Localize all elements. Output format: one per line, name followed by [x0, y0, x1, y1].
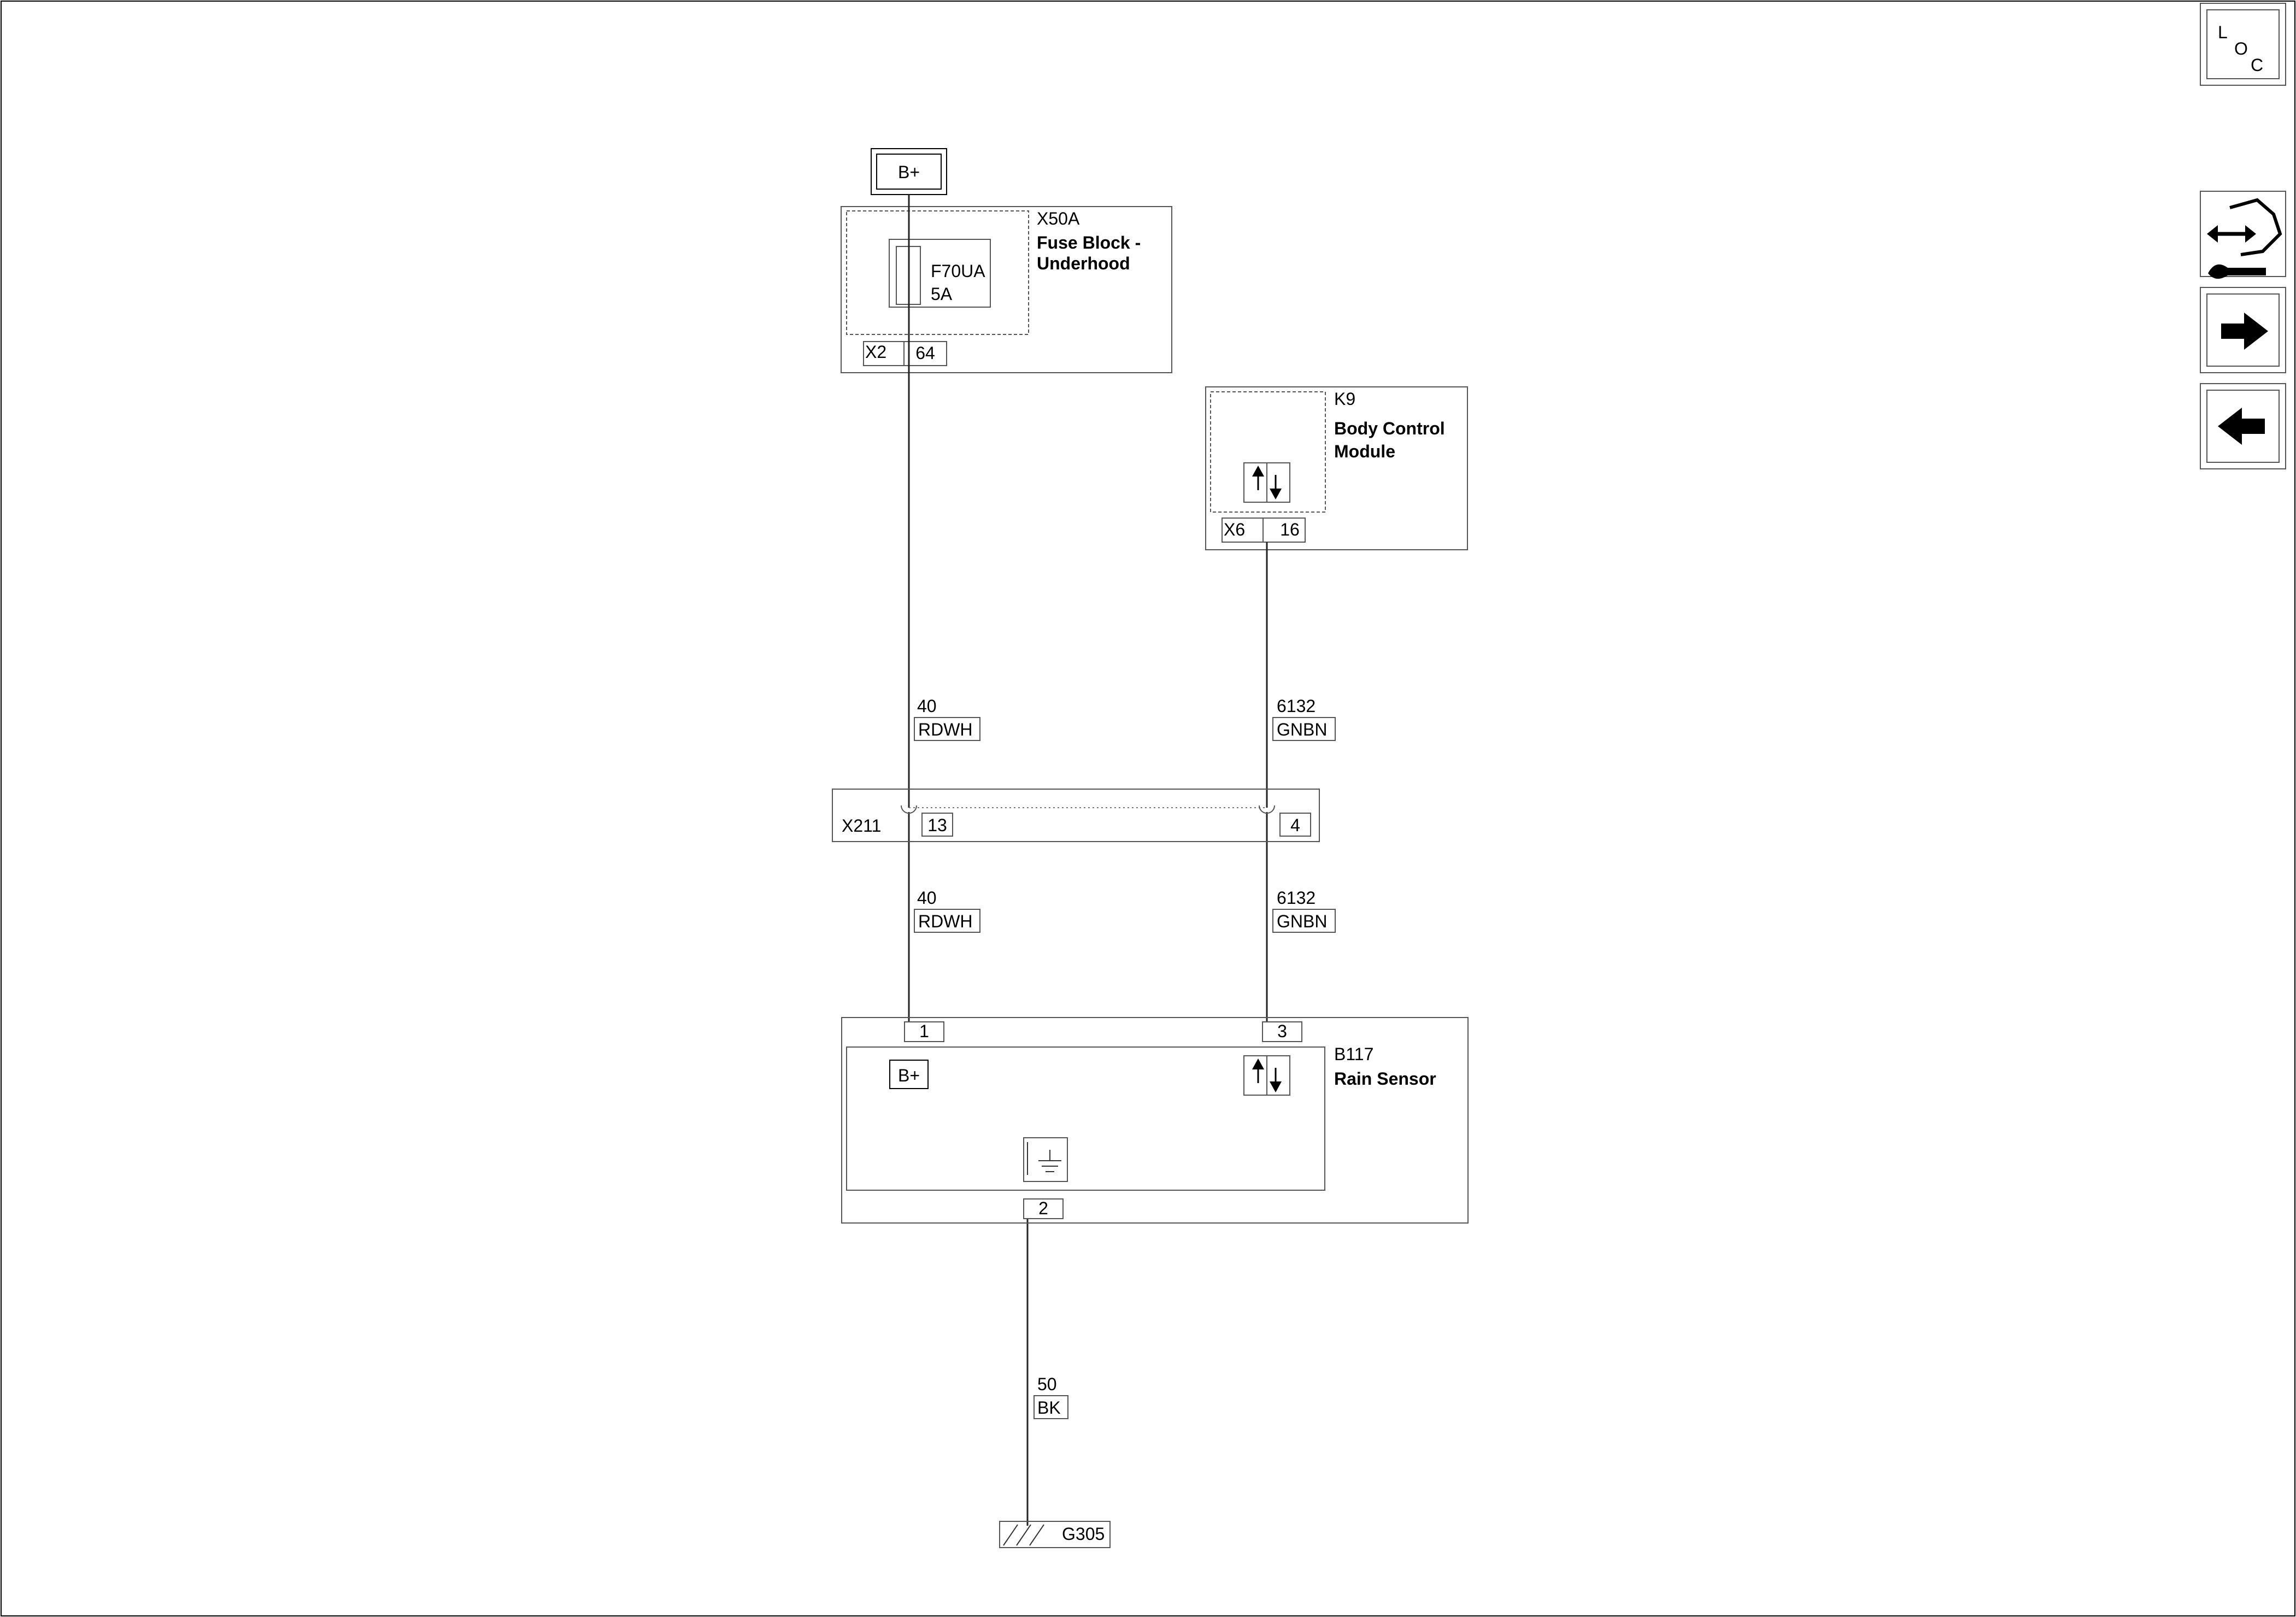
- svg-text:40: 40: [917, 888, 937, 908]
- location-button[interactable]: L O C: [2200, 3, 2286, 86]
- fuse-block-pin: 64: [915, 343, 935, 363]
- wire-label-50: 50 BK: [1034, 1374, 1068, 1419]
- bcm-connector: X6: [1224, 520, 1245, 539]
- wire-label-6132-upper: 6132 GNBN: [1272, 696, 1336, 741]
- fuse-id: F70UA: [931, 261, 985, 281]
- rain-sensor-pin-power: 1: [919, 1021, 929, 1041]
- fuse-block-id: X50A: [1037, 209, 1080, 228]
- svg-text:6132: 6132: [1277, 696, 1316, 716]
- fuse-block-connector: X2: [865, 342, 886, 362]
- rain-sensor-pin-ground: 2: [1038, 1198, 1048, 1218]
- power-source-label: B+: [898, 162, 920, 182]
- inline-connector-x211[interactable]: X211 13 4: [832, 789, 1320, 842]
- svg-text:BK: BK: [1037, 1398, 1061, 1418]
- fuse-block-name-line2: Underhood: [1037, 254, 1130, 273]
- terminal-left-icon: [901, 805, 917, 814]
- ground-id: G305: [1062, 1524, 1105, 1544]
- rain-sensor-pin-signal: 3: [1277, 1021, 1287, 1041]
- inline-connector-pin-left: 13: [927, 815, 947, 835]
- rain-sensor-id: B117: [1334, 1044, 1373, 1064]
- previous-page-button[interactable]: [2200, 383, 2286, 469]
- inline-connector-id: X211: [842, 816, 881, 836]
- svg-text:GNBN: GNBN: [1277, 912, 1327, 931]
- svg-text:GNBN: GNBN: [1277, 720, 1327, 739]
- rain-sensor-power-symbol: B+: [898, 1066, 920, 1085]
- terminal-right-icon: [1259, 805, 1275, 814]
- svg-text:40: 40: [917, 696, 937, 716]
- bcm-pin: 16: [1280, 520, 1300, 539]
- power-source: B+: [871, 148, 947, 195]
- wire-label-40-upper: 40 RDWH: [914, 696, 980, 741]
- previous-page-arrow-icon: [2218, 408, 2265, 445]
- component-locator-icon: [2207, 198, 2282, 279]
- loc-letter-l: L: [2218, 22, 2228, 42]
- wire-label-40-lower: 40 RDWH: [914, 888, 980, 933]
- bcm-name-line1: Body Control: [1334, 419, 1445, 438]
- rain-sensor-name: Rain Sensor: [1334, 1069, 1436, 1089]
- next-page-button[interactable]: [2200, 287, 2286, 373]
- fuse-rating: 5A: [931, 284, 953, 304]
- svg-text:RDWH: RDWH: [918, 720, 973, 739]
- loc-letter-o: O: [2234, 39, 2248, 58]
- internal-ground-icon: [1023, 1137, 1068, 1182]
- wire-label-6132-lower: 6132 GNBN: [1272, 888, 1336, 933]
- bcm-k9[interactable]: K9 Body Control Module X6 16: [1205, 386, 1468, 550]
- next-page-arrow-icon: [2221, 313, 2268, 350]
- loc-letter-c: C: [2251, 55, 2263, 75]
- bcm-id: K9: [1334, 389, 1355, 409]
- ground-g305[interactable]: G305: [999, 1521, 1111, 1548]
- fuse-block-x50a[interactable]: F70UA 5A X50A Fuse Block - Underhood X2 …: [841, 206, 1172, 373]
- svg-text:50: 50: [1037, 1374, 1057, 1394]
- inline-connector-pin-right: 4: [1290, 815, 1300, 835]
- bcm-name-line2: Module: [1334, 442, 1395, 461]
- fuse-block-name-line1: Fuse Block -: [1037, 233, 1141, 252]
- svg-text:RDWH: RDWH: [918, 912, 973, 931]
- svg-text:6132: 6132: [1277, 888, 1316, 908]
- rain-sensor-b117[interactable]: 1 3 B+ 2 B117 Rain Sensor: [841, 1017, 1469, 1224]
- component-locator-button[interactable]: [2200, 191, 2286, 279]
